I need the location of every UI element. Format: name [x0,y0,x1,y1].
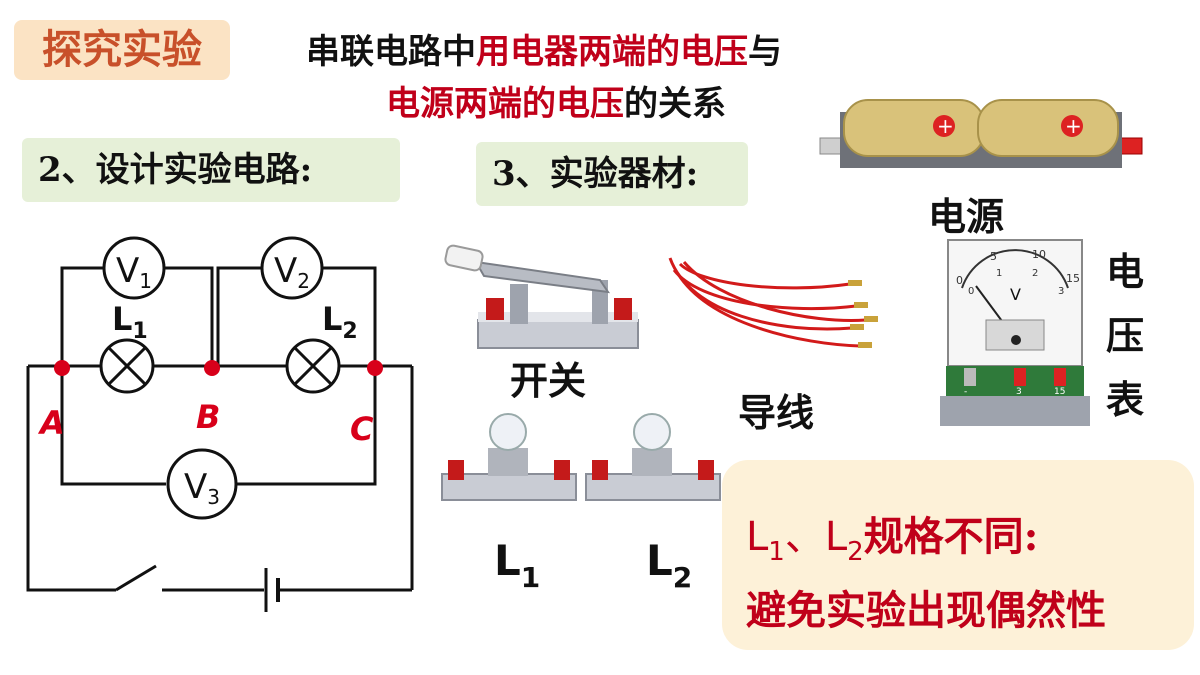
wire-v2-left [216,266,262,366]
title-line-1: 串联电路中用电器两端的电压与 [306,32,782,72]
svg-text:0: 0 [956,274,963,287]
v2-label: V2 [274,251,310,293]
lamp-l1-symbol [99,338,155,394]
svg-text:15: 15 [1054,387,1065,397]
wires-illustration [668,257,878,348]
svg-text:1: 1 [996,268,1002,279]
junction-c-dot [367,360,383,376]
junction-a-dot [54,360,70,376]
step-design-circuit: 2、设计实验电路: [22,138,400,202]
voltmeter-v1-symbol [102,236,166,300]
svg-text:2: 2 [1032,268,1038,279]
point-a-label: A [37,404,65,442]
switch-symbol [115,564,157,592]
svg-text:15: 15 [1066,272,1080,285]
note-box: L1、L2规格不同: 避免实验出现偶然性 [722,460,1194,650]
svg-text:5: 5 [990,250,997,263]
wire-v2-right [322,266,377,366]
switch-label: 开关 [510,358,587,403]
voltmeter-label: 电压表 [1106,249,1145,422]
svg-text:-: - [964,387,967,397]
note-line-1: L1、L2规格不同: [746,513,1039,567]
svg-text:3: 3 [1058,286,1064,297]
point-c-label: C [350,410,374,448]
lamp-l2-label: L2 [646,536,693,594]
l2-label: L2 [322,300,358,344]
meter-unit-label: V [1010,285,1021,304]
v1-label: V1 [116,251,152,293]
battery-pack-illustration: + + [819,99,1143,168]
svg-text:10: 10 [1032,248,1046,261]
topic-tag: 探究实验 [14,20,230,80]
svg-text:0: 0 [968,286,974,297]
knife-switch-illustration [444,244,639,349]
step-materials: 3、实验器材: [476,142,748,206]
voltmeter-illustration: 0 5 10 15 0 1 2 3 V - 3 15 [940,239,1090,426]
v3-label: V3 [184,467,220,509]
wire-outer-left [26,366,116,592]
lamp-l2-symbol [285,338,341,394]
note-line-2: 避免实验出现偶然性 [746,587,1106,634]
lamp-l2-illustration [585,413,721,501]
circuit-diagram: V1 V2 V3 L1 L2 A B C [26,236,414,612]
junction-b-dot [204,360,220,376]
wire-v3-right [236,366,377,486]
svg-text:3: 3 [1016,387,1022,397]
wire-v1-left [60,266,104,366]
lamp-l1-illustration [441,413,577,501]
lamp-l1-label: L1 [494,536,541,594]
plus-icon: + [1065,114,1082,138]
title-line-2: 电源两端的电压的关系 [386,84,726,124]
wire-v3-left [60,366,166,486]
wires-label: 导线 [738,390,815,435]
wire-v1-right [164,266,214,366]
voltmeter-v2-symbol [260,236,324,300]
voltmeter-v3-symbol [166,448,238,520]
power-source-label: 电源 [928,194,1005,239]
l1-label: L1 [112,300,148,344]
point-b-label: B [196,398,220,436]
plus-icon: + [937,114,954,138]
